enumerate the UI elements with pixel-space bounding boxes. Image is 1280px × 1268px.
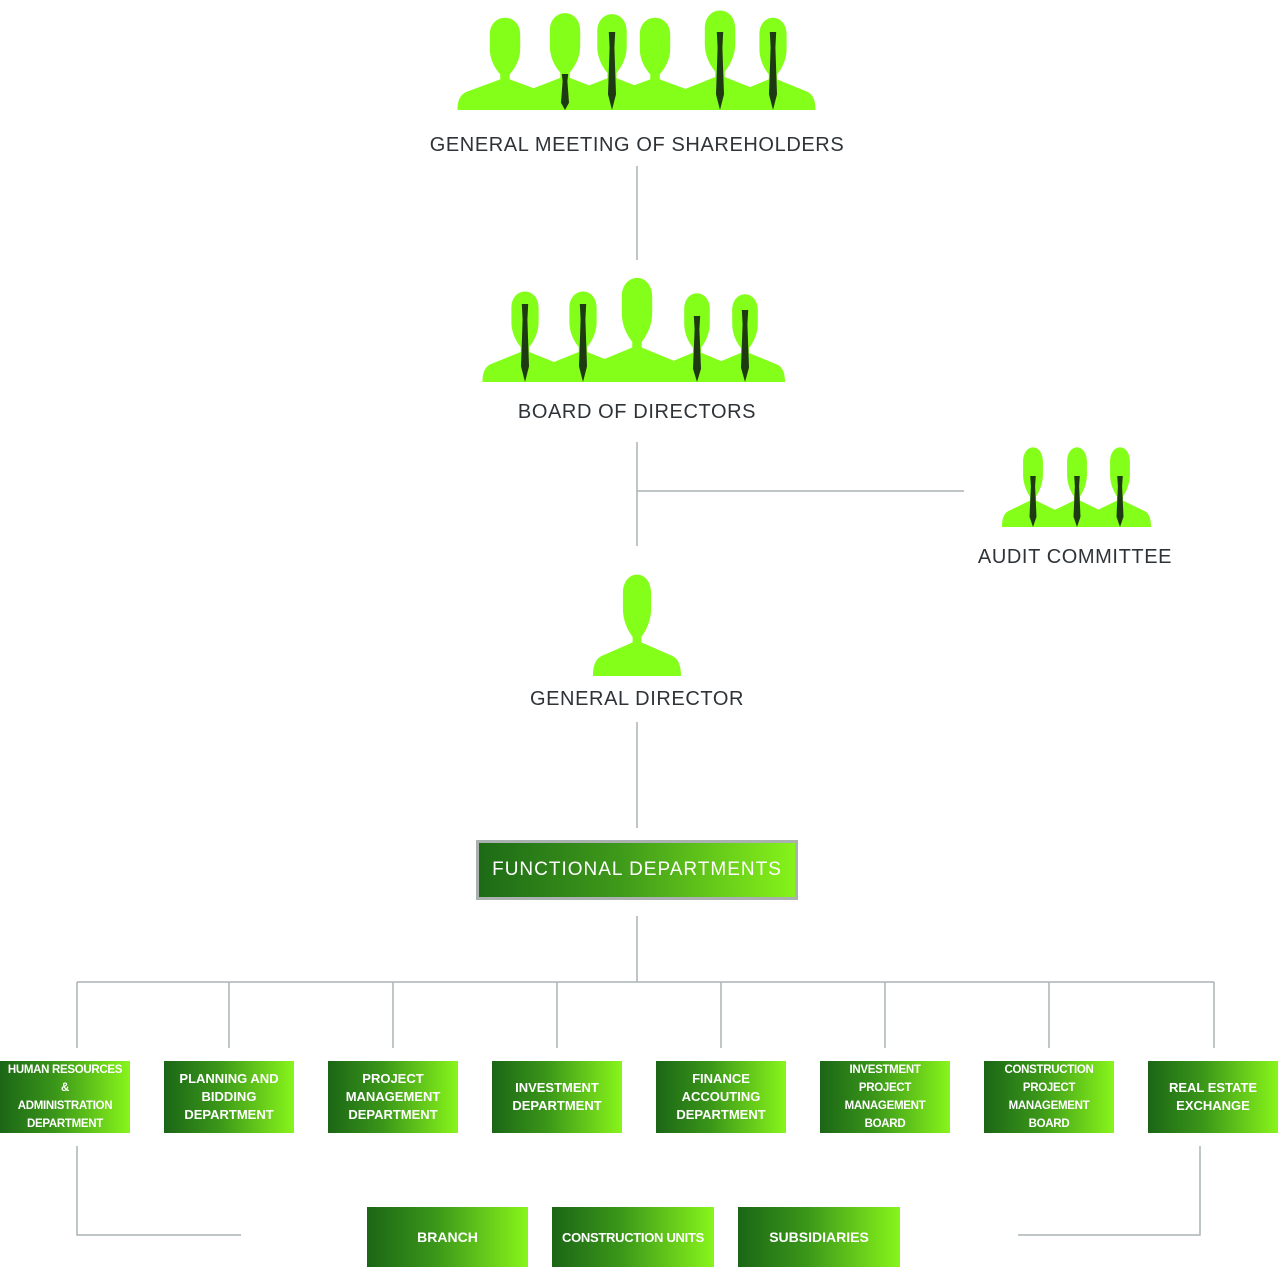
line-left-units (76, 1146, 241, 1236)
unit-label: SUBSIDIARIES (769, 1229, 869, 1245)
group-of-people-icon (1002, 447, 1151, 527)
department-label: REAL ESTATE EXCHANGE (1168, 1080, 1258, 1113)
unit-box-subsidiaries: SUBSIDIARIES (738, 1207, 900, 1267)
audit-title: AUDIT COMMITTEE (977, 546, 1173, 568)
department-box-2: PLANNING AND BIDDING DEPARTMENT (164, 1061, 294, 1133)
department-box-3: PROJECT MANAGEMENT DEPARTMENT (328, 1061, 458, 1133)
unit-box-construction-units: CONSTRUCTION UNITS (552, 1207, 714, 1267)
department-label: FINANCE ACCOUTING DEPARTMENT (676, 1071, 766, 1122)
director-title: GENERAL DIRECTOR (529, 688, 745, 710)
functional-departments-label: FUNCTIONAL DEPARTMENTS (492, 859, 782, 880)
department-box-1: HUMAN RESOURCES & ADMINISTRATION DEPARTM… (0, 1061, 130, 1133)
department-label: HUMAN RESOURCES & ADMINISTRATION DEPARTM… (7, 1064, 123, 1130)
department-label: PLANNING AND BIDDING DEPARTMENT (179, 1071, 279, 1122)
connectors (76, 166, 1215, 1236)
functional-departments-box: FUNCTIONAL DEPARTMENTS (476, 840, 798, 900)
line-right-units (1018, 1146, 1201, 1236)
person-icon (593, 574, 681, 676)
department-label: INVESTMENT PROJECT MANAGEMENT BOARD (844, 1064, 926, 1130)
department-box-4: INVESTMENT DEPARTMENT (492, 1061, 622, 1133)
unit-label: BRANCH (417, 1229, 478, 1245)
department-label: CONSTRUCTION PROJECT MANAGEMENT BOARD (1004, 1064, 1094, 1130)
group-of-people-icon (457, 10, 816, 111)
department-box-8: REAL ESTATE EXCHANGE (1148, 1061, 1278, 1133)
shareholders-title: GENERAL MEETING OF SHAREHOLDERS (429, 134, 845, 156)
unit-label: CONSTRUCTION UNITS (562, 1229, 704, 1245)
group-of-people-icon (482, 277, 785, 382)
department-box-6: INVESTMENT PROJECT MANAGEMENT BOARD (820, 1061, 950, 1133)
department-box-7: CONSTRUCTION PROJECT MANAGEMENT BOARD (984, 1061, 1114, 1133)
department-label: PROJECT MANAGEMENT DEPARTMENT (345, 1071, 441, 1122)
department-label: INVESTMENT DEPARTMENT (512, 1080, 602, 1113)
department-box-5: FINANCE ACCOUTING DEPARTMENT (656, 1061, 786, 1133)
board-title: BOARD OF DIRECTORS (517, 401, 757, 423)
unit-box-branch: BRANCH (367, 1207, 528, 1267)
